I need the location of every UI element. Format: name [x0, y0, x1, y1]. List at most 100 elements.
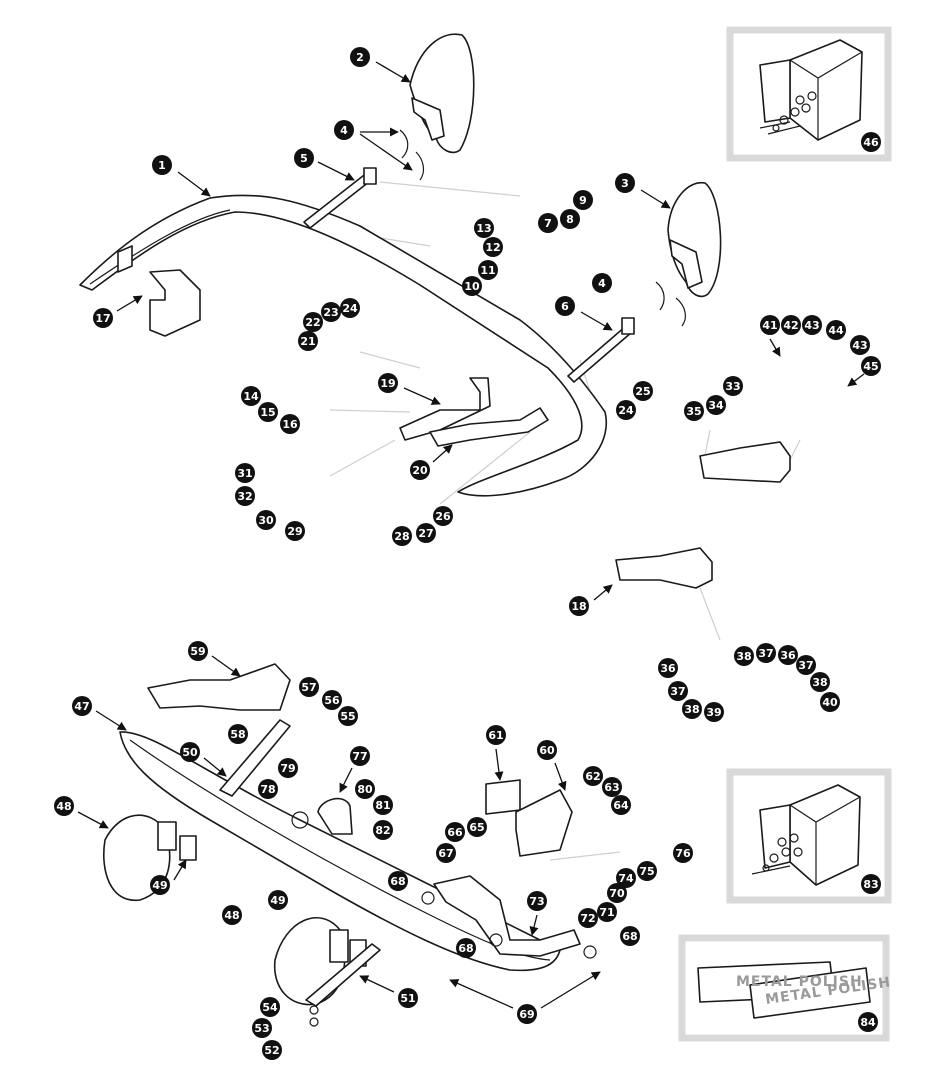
bumper-stays-5-6 — [303, 167, 635, 383]
fastener-kit-box-icon — [751, 784, 861, 886]
leader-arrow-60 — [554, 762, 567, 791]
callout-29: 29 — [285, 521, 305, 541]
callout-13: 13 — [474, 218, 494, 238]
callout-43: 43 — [802, 315, 822, 335]
svg-text:40: 40 — [822, 696, 838, 709]
callout-37: 37 — [668, 681, 688, 701]
spring-clips-4 — [399, 129, 686, 327]
rear-brackets-60-61-73 — [433, 779, 581, 957]
svg-text:7: 7 — [544, 217, 552, 230]
kit-inset-mid — [726, 768, 892, 904]
svg-text:74: 74 — [618, 872, 634, 885]
svg-text:6: 6 — [561, 300, 569, 313]
svg-text:16: 16 — [282, 418, 298, 431]
callout-2: 2 — [350, 47, 370, 67]
callout-60: 60 — [537, 740, 557, 760]
svg-text:38: 38 — [684, 703, 699, 716]
svg-text:29: 29 — [287, 525, 302, 538]
callout-79: 79 — [278, 758, 298, 778]
svg-text:83: 83 — [863, 878, 878, 891]
svg-text:68: 68 — [458, 942, 473, 955]
leader-arrow-45 — [847, 373, 865, 387]
leader-arrow-69 — [449, 979, 514, 1009]
number-plate-bracket-77 — [317, 797, 353, 835]
callout-82: 82 — [373, 820, 393, 840]
svg-text:17: 17 — [95, 312, 110, 325]
svg-text:79: 79 — [280, 762, 295, 775]
callout-39: 39 — [704, 702, 724, 722]
callout-34: 34 — [706, 395, 726, 415]
leader-arrow-1 — [177, 171, 211, 197]
callout-50: 50 — [180, 742, 200, 762]
overrider-2 — [409, 33, 475, 154]
callout-49: 49 — [268, 890, 288, 910]
svg-text:47: 47 — [74, 700, 89, 713]
svg-text:80: 80 — [357, 783, 373, 796]
callout-38: 38 — [810, 672, 830, 692]
svg-text:3: 3 — [621, 177, 629, 190]
svg-text:20: 20 — [412, 464, 428, 477]
svg-text:54: 54 — [262, 1001, 278, 1014]
leader-arrow-48 — [77, 811, 109, 829]
callout-53: 53 — [252, 1018, 272, 1038]
callout-54: 54 — [260, 997, 280, 1017]
callout-27: 27 — [416, 523, 436, 543]
callout-5: 5 — [294, 148, 314, 168]
callout-72: 72 — [578, 908, 598, 928]
callout-20: 20 — [410, 460, 430, 480]
callout-37: 37 — [756, 643, 776, 663]
svg-text:70: 70 — [609, 887, 625, 900]
callout-1: 1 — [152, 155, 172, 175]
callout-45: 45 — [861, 356, 881, 376]
callout-66: 66 — [445, 822, 465, 842]
callout-25: 25 — [633, 381, 653, 401]
callout-42: 42 — [781, 315, 801, 335]
callout-83: 83 — [861, 874, 881, 894]
callout-30: 30 — [256, 510, 276, 530]
callout-36: 36 — [658, 658, 678, 678]
callout-8: 8 — [560, 209, 580, 229]
callout-67: 67 — [436, 843, 456, 863]
leader-arrow-50 — [203, 757, 227, 777]
svg-text:53: 53 — [254, 1022, 269, 1035]
callout-81: 81 — [373, 795, 393, 815]
callout-55: 55 — [338, 706, 358, 726]
callout-59: 59 — [188, 641, 208, 661]
leader-arrow-2 — [375, 61, 411, 83]
svg-text:34: 34 — [708, 399, 724, 412]
callout-7: 7 — [538, 213, 558, 233]
brackets-17-19-20 — [149, 269, 549, 447]
svg-text:55: 55 — [340, 710, 355, 723]
svg-text:24: 24 — [618, 404, 634, 417]
svg-text:43: 43 — [804, 319, 819, 332]
svg-text:25: 25 — [635, 385, 650, 398]
callout-14: 14 — [241, 386, 261, 406]
svg-text:77: 77 — [352, 750, 367, 763]
callout-68: 68 — [456, 938, 476, 958]
svg-text:57: 57 — [301, 681, 316, 694]
callout-18: 18 — [569, 596, 589, 616]
callout-4: 4 — [334, 120, 354, 140]
svg-text:66: 66 — [447, 826, 463, 839]
callout-57: 57 — [299, 677, 319, 697]
svg-text:21: 21 — [300, 335, 315, 348]
assembly-guide-lines — [319, 181, 801, 861]
callout-44: 44 — [826, 320, 846, 340]
svg-text:38: 38 — [812, 676, 827, 689]
callout-70: 70 — [607, 883, 627, 903]
leader-arrow-47 — [95, 710, 127, 731]
svg-text:43: 43 — [852, 339, 867, 352]
svg-text:63: 63 — [604, 781, 619, 794]
callout-32: 32 — [235, 486, 255, 506]
leader-arrow-61 — [494, 748, 504, 781]
svg-text:31: 31 — [237, 467, 252, 480]
callout-33: 33 — [723, 376, 743, 396]
svg-text:15: 15 — [260, 406, 275, 419]
svg-text:36: 36 — [780, 649, 796, 662]
svg-text:10: 10 — [464, 280, 480, 293]
fasteners — [291, 811, 597, 1027]
callout-17: 17 — [93, 308, 113, 328]
bracket-59 — [147, 663, 291, 711]
kit-inset-top — [726, 26, 892, 162]
